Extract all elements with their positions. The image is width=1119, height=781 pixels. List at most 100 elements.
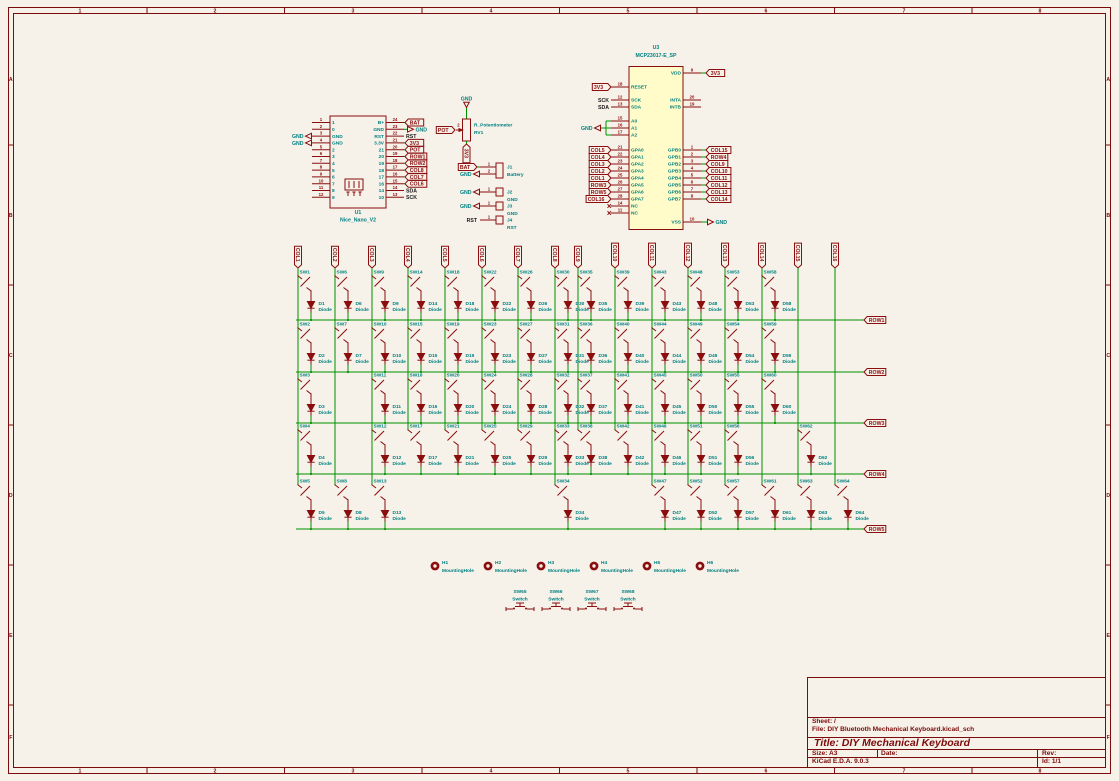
net-col-col6[interactable]: COL6: [478, 245, 486, 430]
net-col-col16[interactable]: COL16: [831, 242, 839, 485]
net-col-col4[interactable]: COL4: [404, 245, 412, 430]
net-col-col7[interactable]: COL7: [514, 245, 522, 430]
net-col-col9[interactable]: COL9: [574, 245, 582, 430]
titleblock-file[interactable]: File: DIY Bluetooth Mechanical Keyboard.…: [812, 726, 975, 733]
net-col-col8[interactable]: COL8: [551, 245, 559, 485]
net-col-col14[interactable]: COL14: [758, 242, 766, 485]
net-row-row5[interactable]: ROW5: [296, 525, 887, 533]
net-col-col2[interactable]: COL2: [331, 245, 339, 485]
titleblock-date[interactable]: Date:: [881, 750, 898, 757]
titleblock-rev[interactable]: Rev:: [1042, 750, 1057, 757]
net-col-col12[interactable]: COL12: [684, 242, 692, 485]
